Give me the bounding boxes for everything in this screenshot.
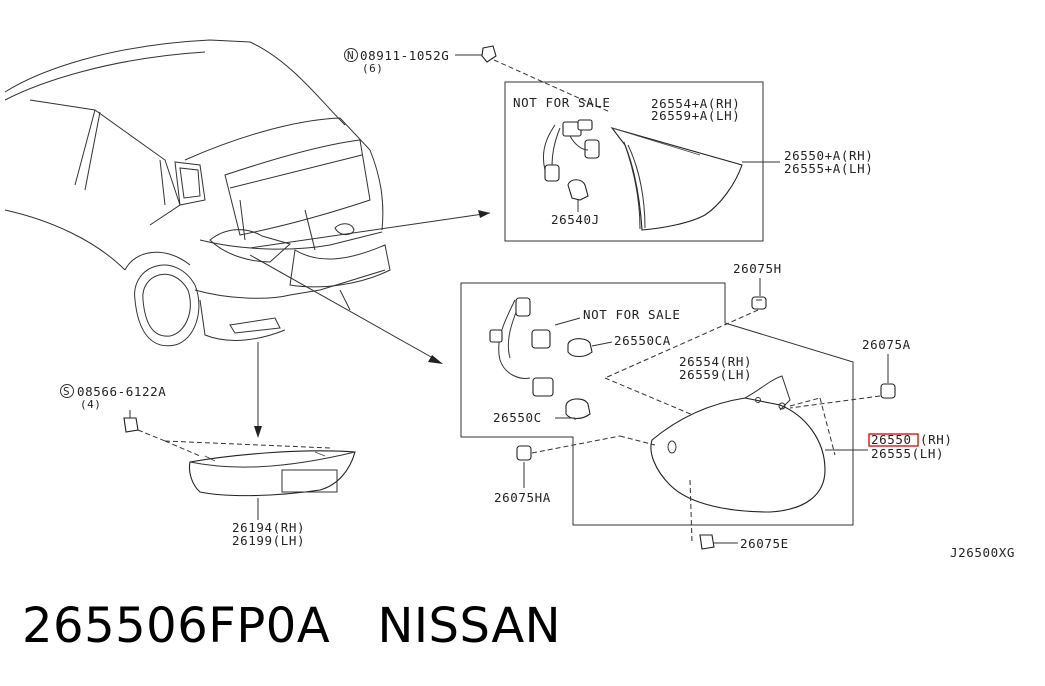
label-26550a: 26550+A(RH) (784, 148, 873, 163)
bolt-left-icon (123, 417, 139, 433)
lower-lamp-box (460, 282, 854, 526)
lower-lamp-lens-icon (604, 375, 836, 513)
label-26075h: 26075H (733, 261, 782, 276)
parts-diagram: N 08911-1052G (6) NOT FOR SALE 26554+A(R… (4, 39, 1015, 560)
leader-upper-lamp (249, 212, 491, 249)
clip-26075e-icon (699, 534, 715, 550)
leader-lower-lamp (249, 254, 441, 363)
label-26559: 26559(LH) (679, 367, 752, 382)
svg-text:08566-6122A: 08566-6122A (77, 384, 166, 399)
label-26199: 26199(LH) (232, 533, 305, 548)
lower-socket-harness-icon (489, 297, 581, 397)
bolt-top-icon (481, 45, 497, 63)
label-26554a: 26554+A(RH) (651, 96, 740, 111)
clip-26075a-icon (880, 383, 896, 399)
upper-lamp-lens-icon (610, 127, 743, 231)
caption-brand: NISSAN (377, 598, 562, 654)
clip-26075h-icon (751, 296, 767, 310)
caption-part-number: 265506FP0A (22, 598, 331, 654)
not-for-sale-lower: NOT FOR SALE (583, 307, 681, 322)
label-26540j: 26540J (551, 212, 600, 227)
label-26555a: 26555+A(LH) (784, 161, 873, 176)
svg-text:08911-1052G: 08911-1052G (360, 48, 449, 63)
clip-26075ha-icon (516, 445, 532, 488)
vehicle-rear-illustration (4, 39, 391, 347)
label-26075ha: 26075HA (494, 490, 551, 505)
diagram-code: J26500XG (950, 545, 1015, 560)
label-26550: 26550 (871, 432, 912, 447)
upper-socket-harness-icon (542, 119, 600, 182)
label-26554: 26554(RH) (679, 354, 752, 369)
label-26550c: 26550C (493, 410, 542, 425)
bulb-26550ca-icon (567, 338, 613, 358)
svg-text:S: S (63, 385, 70, 398)
bulb-26550c-icon (555, 398, 591, 420)
label-26075e: 26075E (740, 536, 789, 551)
svg-text:(4): (4) (80, 398, 101, 411)
bolt-left-callout: S 08566-6122A (4) (60, 384, 166, 433)
label-26550ca: 26550CA (614, 333, 671, 348)
bolt-top-callout: N 08911-1052G (6) (344, 45, 611, 113)
label-26194: 26194(RH) (232, 520, 305, 535)
label-26075a: 26075A (862, 337, 911, 352)
label-26555: 26555(LH) (871, 446, 944, 461)
highlight-part-26550 (868, 433, 919, 447)
label-26550-side: (RH) (920, 432, 953, 447)
reflector-icon (164, 440, 356, 497)
label-26559a: 26559+A(LH) (651, 108, 740, 123)
caption: 265506FP0A NISSAN (22, 598, 561, 654)
not-for-sale-upper: NOT FOR SALE (513, 95, 611, 110)
svg-text:N: N (347, 49, 354, 62)
svg-text:(6): (6) (362, 62, 383, 75)
bulb-26540j-icon (567, 179, 589, 212)
